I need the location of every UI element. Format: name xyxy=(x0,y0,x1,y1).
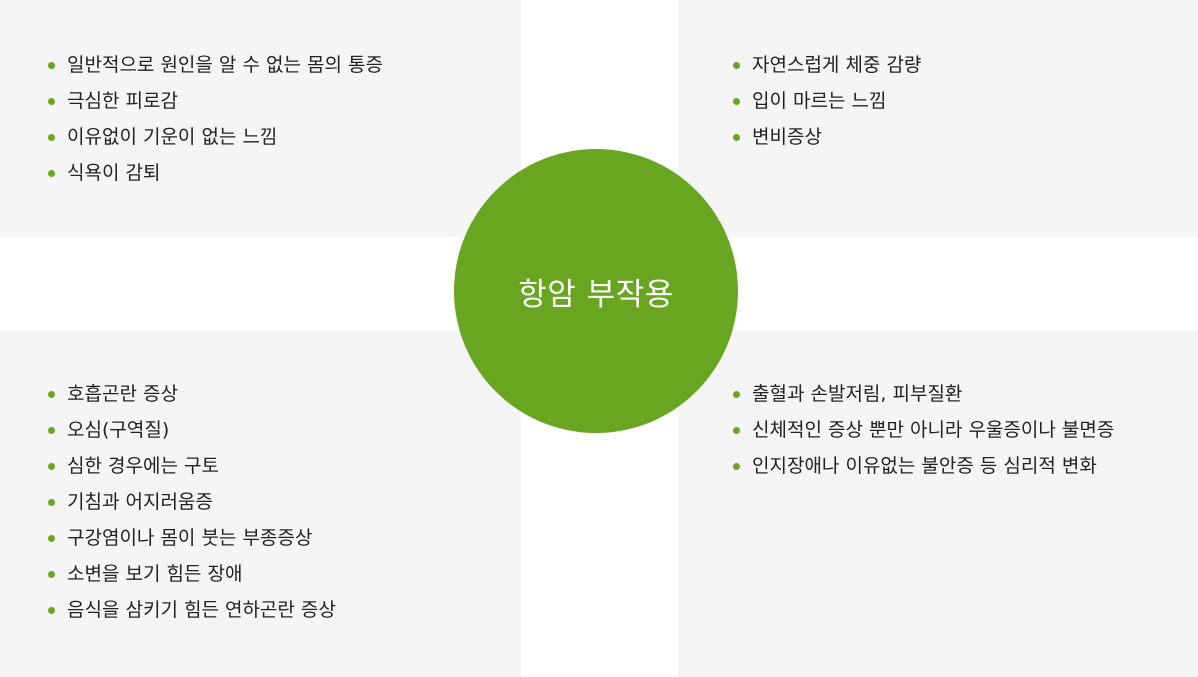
symptom-item: 식욕이 감퇴 xyxy=(48,158,383,194)
symptom-item: 오심(구역질) xyxy=(48,415,336,451)
symptom-list-bottom-right: 출혈과 손발저림, 피부질환 신체적인 증상 뿐만 아니라 우울증이나 불면증 … xyxy=(733,379,1114,487)
panel-top-left xyxy=(0,0,521,237)
symptom-item: 변비증상 xyxy=(733,122,921,158)
center-circle: 항암 부작용 xyxy=(454,149,738,433)
symptom-item: 이유없이 기운이 없는 느낌 xyxy=(48,122,383,158)
symptom-item: 호흡곤란 증상 xyxy=(48,379,336,415)
panel-bottom-left xyxy=(0,330,521,677)
symptom-list-top-left: 일반적으로 원인을 알 수 없는 몸의 통증 극심한 피로감 이유없이 기운이 … xyxy=(48,50,383,194)
symptom-item: 자연스럽게 체중 감량 xyxy=(733,50,921,86)
symptom-item: 극심한 피로감 xyxy=(48,86,383,122)
center-title: 항암 부작용 xyxy=(518,276,674,313)
panel-top-right xyxy=(678,0,1198,237)
symptom-item: 심한 경우에는 구토 xyxy=(48,451,336,487)
symptom-list-top-right: 자연스럽게 체중 감량 입이 마르는 느낌 변비증상 xyxy=(733,50,921,158)
symptom-item: 출혈과 손발저림, 피부질환 xyxy=(733,379,1114,415)
symptom-item: 입이 마르는 느낌 xyxy=(733,86,921,122)
symptom-item: 소변을 보기 힘든 장애 xyxy=(48,559,336,595)
panel-bottom-right xyxy=(678,330,1198,677)
symptom-item: 구강염이나 몸이 붓는 부종증상 xyxy=(48,523,336,559)
symptom-item: 기침과 어지러움증 xyxy=(48,487,336,523)
symptom-list-bottom-left: 호흡곤란 증상 오심(구역질) 심한 경우에는 구토 기침과 어지러움증 구강염… xyxy=(48,379,336,631)
symptom-item: 신체적인 증상 뿐만 아니라 우울증이나 불면증 xyxy=(733,415,1114,451)
symptom-item: 일반적으로 원인을 알 수 없는 몸의 통증 xyxy=(48,50,383,86)
symptom-item: 인지장애나 이유없는 불안증 등 심리적 변화 xyxy=(733,451,1114,487)
symptom-item: 음식을 삼키기 힘든 연하곤란 증상 xyxy=(48,595,336,631)
